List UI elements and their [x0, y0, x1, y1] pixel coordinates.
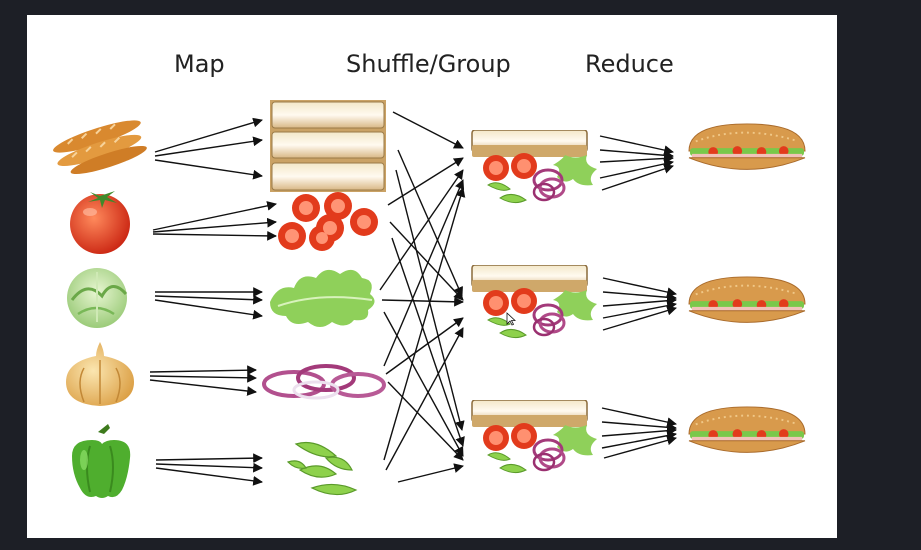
map-header: Map: [174, 50, 225, 78]
lettuce-leaves-icon: [270, 269, 375, 327]
tomato-icon: [70, 191, 130, 254]
reduce-header: Reduce: [585, 50, 674, 78]
pepper-strips-icon: [286, 441, 358, 496]
reduce-arrows: [599, 135, 677, 459]
shuffle-arrows: [379, 111, 466, 483]
slide-canvas: [27, 15, 837, 538]
shuffle-group-header: Shuffle/Group: [346, 50, 511, 78]
onion-icon: [66, 342, 134, 406]
lettuce-icon: [67, 268, 128, 328]
ingredient-group-icon: [470, 400, 599, 475]
sliced-bread-icon: [270, 100, 386, 192]
mouse-cursor-icon: [506, 312, 516, 326]
map-arrows: [149, 117, 277, 486]
ingredient-group-icon: [470, 265, 599, 340]
sandwich-icon: [688, 122, 806, 171]
sandwich-icon: [688, 405, 806, 454]
baguette-icon: [53, 120, 147, 175]
onion-rings-icon: [262, 364, 386, 400]
tomato-slices-icon: [278, 192, 378, 251]
green-pepper-icon: [72, 424, 131, 498]
sandwich-icon: [688, 275, 806, 324]
ingredient-group-icon: [470, 130, 599, 205]
